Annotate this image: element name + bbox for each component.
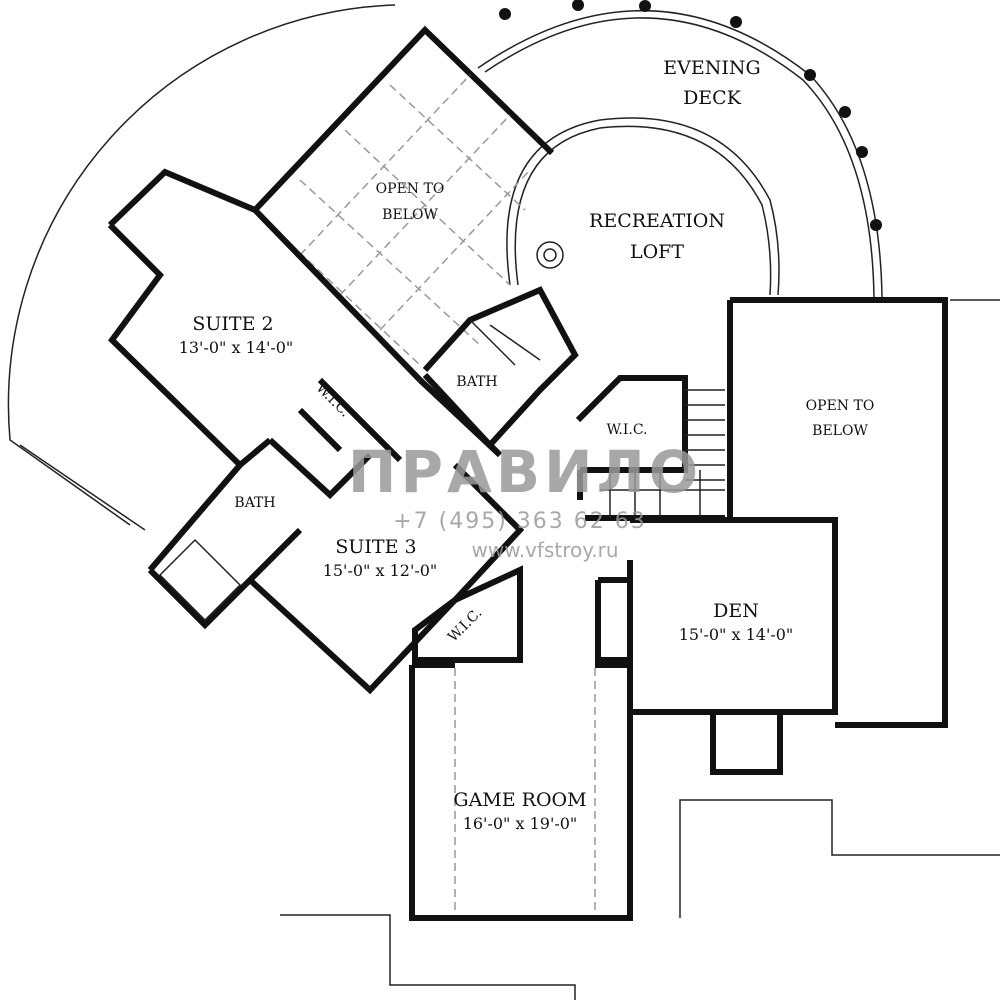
site-outline <box>280 299 1000 1000</box>
den-wall <box>595 517 838 775</box>
wic-1-label: W.I.C. <box>313 380 353 420</box>
recreation-loft-label-1: RECREATION <box>589 210 725 232</box>
evening-deck-outer-rail <box>477 10 883 299</box>
evening-deck-label-1: EVENING <box>663 57 760 79</box>
suite-2-bath-wic-wall <box>267 377 503 500</box>
open-to-below-left-wall <box>252 25 555 213</box>
den-label: DEN <box>713 600 759 622</box>
den-size: 15'-0" x 14'-0" <box>679 625 794 644</box>
suite-3-label: SUITE 3 <box>335 536 416 558</box>
open-to-below-right-wall <box>727 297 948 728</box>
suite-2-label: SUITE 2 <box>192 313 273 335</box>
game-room-size: 16'-0" x 19'-0" <box>463 814 578 833</box>
deck-posts <box>499 0 882 231</box>
bath-1-label: BATH <box>456 374 497 390</box>
watermark-phone: +7 (495) 363 62 63 <box>393 509 647 534</box>
suite-2-size: 13'-0" x 14'-0" <box>179 338 294 357</box>
upper-bath-wall <box>422 286 579 450</box>
open-to-below-right-label-2: BELOW <box>812 423 868 439</box>
suite-3-wall <box>147 462 525 695</box>
watermark-url: www.vfstroy.ru <box>472 538 619 562</box>
spiral-stair-icon <box>536 241 564 269</box>
evening-deck-inner-rail <box>484 17 875 299</box>
evening-deck-label-2: DECK <box>683 87 742 109</box>
open-to-below-grid <box>269 74 531 366</box>
suite-3-size: 15'-0" x 12'-0" <box>323 561 438 580</box>
game-room-label: GAME ROOM <box>453 789 586 811</box>
suite-2-wall <box>107 168 423 470</box>
open-to-below-left-label-1: OPEN TO <box>376 181 445 197</box>
open-to-below-right-label-1: OPEN TO <box>806 398 875 414</box>
wic-3-label: W.I.C. <box>445 605 485 645</box>
game-room-wall <box>409 640 633 921</box>
watermark-logo: ПРАВИЛО <box>348 438 702 506</box>
bath-2-label: BATH <box>234 495 275 511</box>
left-terrace-outline <box>7 4 396 531</box>
wic-2-label: W.I.C. <box>606 422 647 438</box>
open-to-below-left-label-2: BELOW <box>382 207 438 223</box>
suite-3-wic-wall <box>412 565 523 663</box>
stair-treads <box>600 389 725 518</box>
recreation-loft-label-2: LOFT <box>630 241 684 263</box>
